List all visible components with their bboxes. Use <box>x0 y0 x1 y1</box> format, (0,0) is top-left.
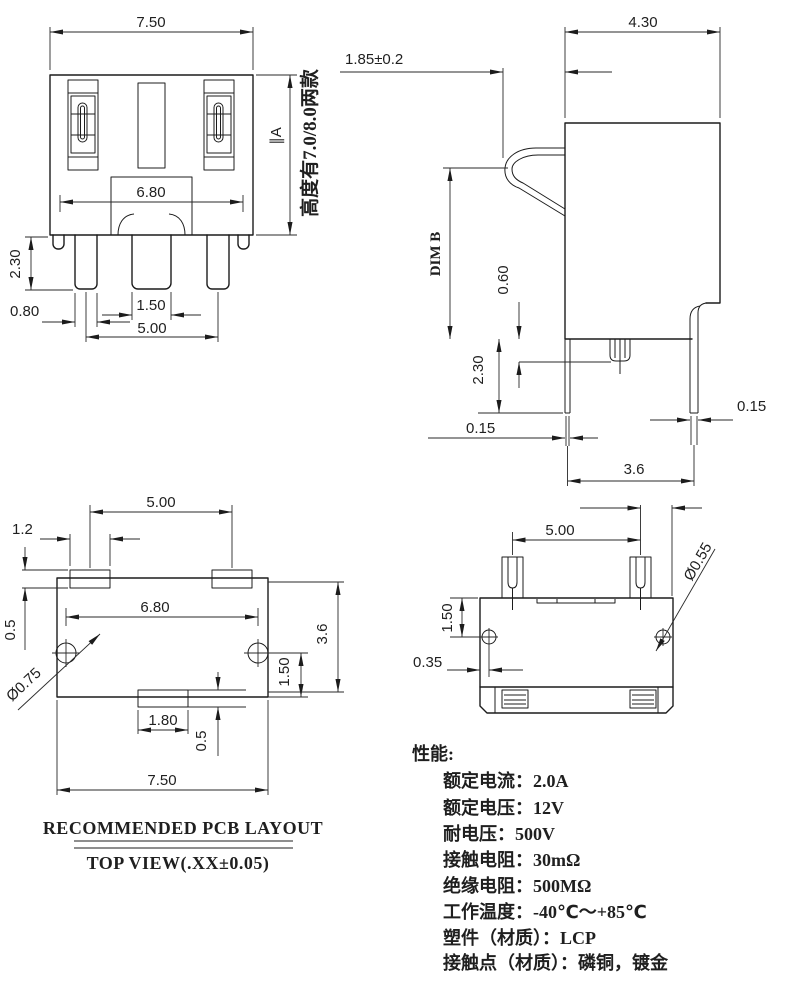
bottom-right-hole <box>654 628 672 646</box>
dim-side-pin-thickness-left: 0.15 <box>466 420 495 437</box>
dim-front-pin-width: 0.80 <box>10 303 39 320</box>
side-spring-contact <box>504 147 566 217</box>
bottom-view-dimensions: Ø0.55 0.35 1.50 5.00 <box>413 505 716 677</box>
dim-front-center-pin-width: 1.50 <box>136 297 165 314</box>
pcb-title-line1: RECOMMENDED PCB LAYOUT <box>43 818 323 838</box>
side-view-dimensions: 4.30 1.85±0.2 DIM B 0.60 2.30 0.15 0.15 … <box>340 14 766 484</box>
pcb-body-outline <box>56 577 269 698</box>
dim-bottom-edge-offset: 0.35 <box>413 654 442 671</box>
front-center-block <box>110 176 193 236</box>
dim-bottom-top-offset: 1.50 <box>439 603 456 632</box>
dim-front-height-mark: ∥A <box>268 127 285 145</box>
pcb-pad-bottom <box>137 689 189 708</box>
dim-pcb-hole-dia: Ø0.75 <box>3 665 44 705</box>
dim-pcb-bottom-pad-height: 0.5 <box>193 731 210 752</box>
dim-pcb-pad-pitch: 5.00 <box>146 494 175 511</box>
side-right-pin <box>689 302 709 486</box>
spec-withstand-voltage: 耐电压：500V <box>443 823 555 844</box>
front-body-outline <box>49 74 254 236</box>
dim-side-boss-height: 0.60 <box>495 265 512 294</box>
dim-pcb-body-width: 7.50 <box>147 772 176 789</box>
bottom-band <box>479 686 674 714</box>
front-left-slot <box>67 79 99 171</box>
front-height-note: 高度有7.0/8.0两款 <box>298 68 321 217</box>
pcb-view-dimensions: 5.00 1.2 0.5 6.80 Ø0.75 1.50 3.6 1.80 <box>2 494 344 795</box>
pcb-pad-top-left <box>69 569 111 589</box>
side-body-outline <box>564 122 721 340</box>
bottom-top-recess <box>536 599 616 604</box>
bottom-left-pin <box>501 556 524 610</box>
spec-contact-resistance: 接触电阻：30mΩ <box>443 849 580 870</box>
dim-side-pin-length: 2.30 <box>470 355 487 384</box>
dim-side-pin-pitch: 3.6 <box>624 461 645 478</box>
front-center-slot <box>137 82 166 169</box>
front-view: 7.50 2.30 0.80 1.50 5.00 6.80 ∥A 高度有7.0/… <box>7 14 321 342</box>
bottom-left-tab <box>501 689 529 709</box>
spec-operating-temperature: 工作温度：-40℃～+85℃ <box>443 901 647 922</box>
front-right-slot <box>203 79 235 171</box>
bottom-right-pin <box>629 556 652 610</box>
pcb-title-line2: TOP VIEW(.XX±0.05) <box>87 853 270 874</box>
front-view-dimensions: 7.50 2.30 0.80 1.50 5.00 6.80 ∥A 高度有7.0/… <box>7 14 321 342</box>
side-left-pin <box>564 339 571 486</box>
dim-side-dim-b: DIM B <box>428 232 444 277</box>
dim-pcb-body-height: 3.6 <box>314 624 331 645</box>
bottom-right-tab <box>629 689 657 709</box>
dim-side-contact-protrusion: 1.85±0.2 <box>345 51 403 68</box>
side-center-boss <box>609 339 631 374</box>
spec-plastic-material: 塑件（材质）：LCP <box>443 927 596 948</box>
bottom-left-hole <box>480 628 498 646</box>
spec-insulation-resistance: 绝缘电阻：500MΩ <box>443 875 591 896</box>
specs-title: 性能: <box>412 743 454 764</box>
spec-rated-voltage: 额定电压：12V <box>443 797 564 818</box>
spec-rated-current: 额定电流：2.0A <box>443 770 569 791</box>
pcb-left-hole <box>52 639 80 667</box>
dim-pcb-hole-offset: 1.50 <box>276 657 293 686</box>
pcb-view-titles: RECOMMENDED PCB LAYOUT TOP VIEW(.XX±0.05… <box>43 818 323 874</box>
dim-front-pin-pitch: 5.00 <box>137 320 166 337</box>
dim-pcb-hole-span: 6.80 <box>140 599 169 616</box>
dim-side-depth: 4.30 <box>628 14 657 31</box>
dim-pcb-pad-height: 0.5 <box>2 620 19 641</box>
dim-front-pin-length: 2.30 <box>7 249 24 278</box>
spec-contact-material: 接触点（材质）：磷铜，镀金 <box>443 952 669 973</box>
dim-pcb-pad-width: 1.2 <box>12 521 33 538</box>
dim-side-pin-thickness-right: 0.15 <box>737 398 766 415</box>
pcb-pad-top-right <box>211 569 253 589</box>
pcb-layout-view: 5.00 1.2 0.5 6.80 Ø0.75 1.50 3.6 1.80 <box>2 494 344 874</box>
front-pins <box>52 234 250 290</box>
dim-bottom-hole-dia: Ø0.55 <box>681 540 716 584</box>
dim-front-inner-span: 6.80 <box>136 184 165 201</box>
pcb-right-hole <box>244 639 272 667</box>
bottom-view: Ø0.55 0.35 1.50 5.00 <box>413 505 716 714</box>
bottom-body-outline <box>479 597 674 688</box>
side-view: 4.30 1.85±0.2 DIM B 0.60 2.30 0.15 0.15 … <box>340 14 766 486</box>
specs-block: 性能: 额定电流：2.0A 额定电压：12V 耐电压：500V 接触电阻：30m… <box>412 743 669 973</box>
dim-bottom-pin-pitch: 5.00 <box>545 522 574 539</box>
dim-pcb-bottom-pad-width: 1.80 <box>148 712 177 729</box>
dim-front-width: 7.50 <box>136 14 165 31</box>
